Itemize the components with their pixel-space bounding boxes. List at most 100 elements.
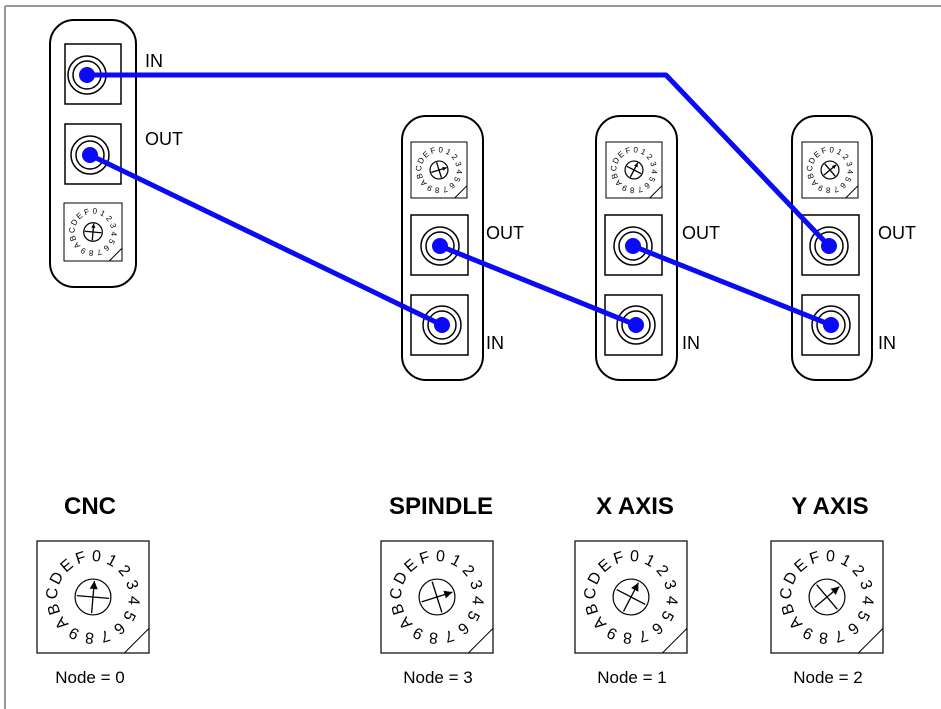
dial-character: B [68, 234, 78, 242]
cable-dot [823, 317, 839, 333]
dial-character: 0 [438, 145, 444, 154]
dial-arrowhead [830, 586, 840, 595]
dial-character: 3 [453, 160, 463, 167]
dial-arrowhead [91, 223, 96, 229]
cable-dot [432, 238, 448, 254]
dial-crossbar [431, 581, 443, 613]
dial-character: 0 [829, 145, 835, 154]
dial-arrowhead [442, 166, 447, 171]
cable-cnc-in-to-y-axis-out [84, 72, 832, 249]
cable-dot [821, 238, 837, 254]
cnc-out-label: OUT [145, 129, 183, 149]
dial-character: 5 [452, 175, 462, 184]
dial-character: 2 [104, 214, 114, 224]
dial-character: 7 [832, 184, 839, 194]
dial-crossbar [616, 588, 646, 606]
dial-character: 4 [649, 169, 658, 175]
dial-character: F [624, 146, 631, 156]
dial-character: 4 [858, 595, 876, 605]
dial-character: 0 [633, 145, 639, 154]
dial-character: 4 [454, 169, 463, 175]
dial-character: 8 [629, 185, 635, 194]
dial-character: 6 [838, 181, 848, 191]
cnc-in-label: IN [145, 51, 163, 71]
dial-character: 8 [84, 628, 94, 646]
dial-corner-notch [858, 628, 884, 654]
dial-character: C [388, 587, 406, 600]
dial-character: B [610, 172, 620, 180]
dial-corner-notch [845, 185, 859, 199]
dial-crossbar [824, 163, 836, 177]
dial-character: 1 [835, 147, 844, 157]
spindle-out-label: OUT [486, 223, 524, 243]
dial-character: E [616, 149, 626, 159]
dial-character: 0 [92, 207, 98, 216]
cable-dot [434, 317, 450, 333]
y-axis-title: Y AXIS [791, 493, 868, 520]
dial-character: C [414, 165, 423, 172]
dial-character: 9 [425, 183, 434, 193]
dial-character: A [613, 178, 624, 188]
dial-character: 5 [843, 175, 853, 184]
dial-character: 5 [647, 175, 657, 184]
cnc-node-label: Node = 0 [55, 668, 124, 687]
x-axis-node-label: Node = 1 [597, 668, 666, 687]
y-axis-out-label: OUT [878, 223, 916, 243]
cable-endpoints [79, 67, 839, 333]
dial-character: C [582, 587, 600, 600]
dial-character: 2 [841, 152, 851, 162]
dial-character: 7 [95, 247, 102, 257]
dial-character: D [611, 156, 622, 165]
dial-character: E [812, 149, 822, 159]
dial-character: B [45, 601, 64, 616]
x-axis-in-label: IN [682, 333, 700, 353]
dial-character: D [807, 156, 818, 165]
dial-character: B [583, 601, 602, 616]
dial-arrowhead [89, 580, 98, 590]
dial-character: C [805, 165, 814, 172]
dial-arrowhead [443, 590, 453, 599]
y-axis-in-label: IN [878, 333, 896, 353]
dial-character: E [75, 211, 85, 221]
cable-dot [82, 147, 98, 163]
dial-character: 4 [845, 169, 854, 175]
cable-x-axis-out-to-y-axis-in [630, 243, 834, 328]
dial-character: E [421, 149, 431, 159]
dial-character: B [806, 172, 816, 180]
dial-character: A [418, 178, 429, 188]
cnc-title: CNC [64, 493, 116, 520]
dial-arrowhead [831, 164, 837, 169]
dial-character: 9 [620, 183, 629, 193]
dial-character: 5 [106, 238, 116, 247]
dial-character: 6 [642, 181, 652, 191]
cable-dot [628, 317, 644, 333]
dial-character: 8 [818, 628, 828, 646]
dial-character: D [416, 156, 427, 165]
spindle-in-label: IN [486, 333, 504, 353]
dial-character: B [389, 601, 408, 616]
dial-arrowhead [631, 582, 639, 592]
dial-character: A [809, 178, 820, 188]
dial-character: 6 [101, 243, 111, 253]
dial-character: C [44, 587, 62, 600]
dial-character: F [820, 146, 827, 156]
y-axis-node-label: Node = 2 [793, 668, 862, 687]
dial-crossbar [626, 165, 642, 175]
spindle-title: SPINDLE [389, 493, 493, 520]
dial-character: B [415, 172, 425, 180]
dial-corner-notch [454, 185, 468, 199]
spindle-in-connector[interactable] [410, 294, 469, 356]
dial-character: 0 [629, 548, 639, 566]
